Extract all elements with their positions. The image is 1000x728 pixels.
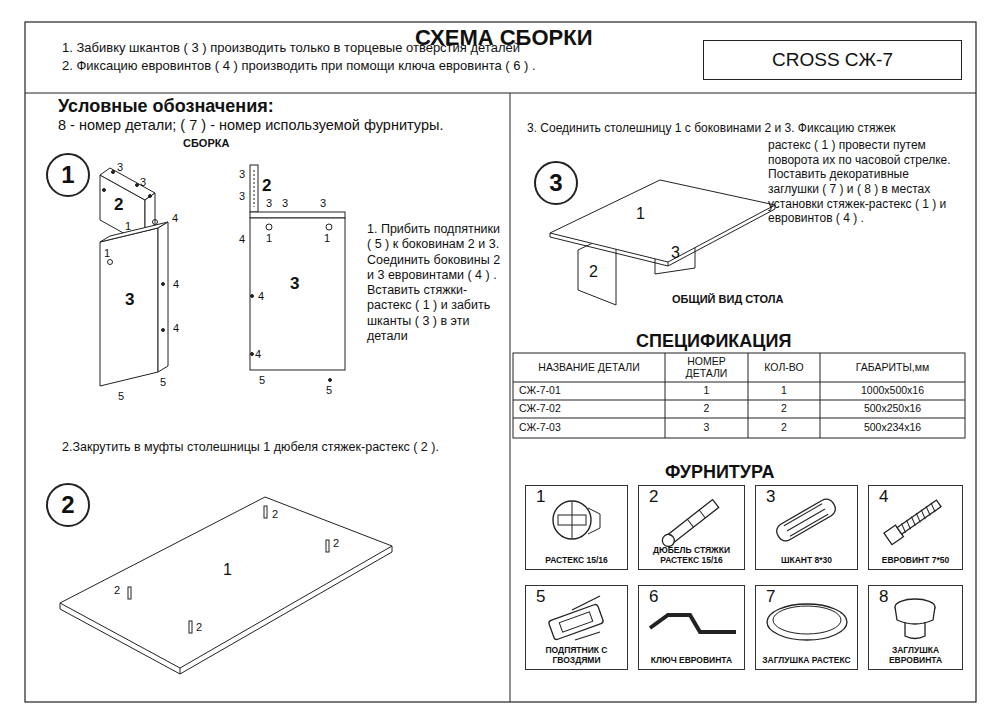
table-cell: СЖ-7-02 (513, 400, 665, 418)
part-name: ЗАГЛУШКА ЕВРОВИНТА (871, 646, 960, 666)
callout-number: 3 (671, 243, 680, 262)
note-text: 2. Фиксацию евровинтов ( 4 ) производить… (62, 58, 536, 74)
step-circle: 2 (46, 483, 90, 527)
part-name: КЛЮЧ ЕВРОВИНТА (641, 656, 742, 666)
callout-number: 1 (125, 220, 131, 233)
callout-number: 2 (333, 537, 339, 550)
callout-number: 3 (290, 274, 299, 294)
step-circle: 3 (534, 161, 578, 205)
callout-number: 1 (266, 232, 272, 245)
note-text: 3. Соединить столешницу 1 с боковинами 2… (527, 121, 977, 135)
table-cell: НАЗВАНИЕ ДЕТАЛИ (513, 353, 665, 382)
hardware-box: 2ДЮБЕЛЬ СТЯЖКИ РАСТЕКС 15/16 (638, 485, 745, 570)
hardware-box: 3ШКАНТ 8*30 (755, 485, 858, 570)
callout-number: 4 (239, 233, 245, 246)
callout-number: 3 (125, 290, 134, 310)
callout-number: 3 (117, 161, 123, 174)
table-cell: СЖ-7-01 (513, 382, 665, 400)
part-number: 6 (649, 588, 658, 607)
callout-number: 4 (255, 348, 261, 361)
node-text: 2 (61, 493, 74, 517)
hardware-box: 7ЗАГЛУШКА РАСТЕКС (755, 585, 858, 670)
section-heading: ФУРНИТУРА (665, 462, 774, 484)
callout-number: 4 (172, 212, 178, 225)
callout-number: 3 (266, 197, 272, 210)
callout-number: 2 (196, 621, 202, 634)
node-text: CROSS СЖ-7 (772, 49, 893, 71)
callout-number: 2 (589, 262, 598, 281)
part-number: 4 (879, 488, 888, 507)
callout-number: 1 (104, 247, 110, 260)
note-text: ОБЩИЙ ВИД СТОЛА (672, 293, 783, 306)
part-name: ЕВРОВИНТ 7*50 (871, 556, 960, 566)
part-name: ДЮБЕЛЬ СТЯЖКИ РАСТЕКС 15/16 (641, 546, 742, 566)
table-cell: 500x250x16 (820, 400, 965, 418)
hardware-box: 1РАСТЕКС 15/16 (525, 485, 628, 570)
section-heading: СПЕЦИФИКАЦИЯ (636, 331, 791, 353)
callout-number: 1 (223, 560, 232, 579)
note-text: растекс ( 1 ) провести путем поворота их… (768, 138, 963, 226)
note-text: СБОРКА (183, 137, 229, 150)
callout-number: 3 (239, 190, 245, 203)
node-text: 1 (61, 163, 74, 187)
callout-number: 4 (258, 290, 264, 303)
callout-number: 1 (636, 204, 645, 223)
table-cell: ГАБАРИТЫ,мм (820, 353, 965, 382)
part-number: 5 (536, 588, 545, 607)
table-cell: 2 (748, 418, 820, 438)
part-number: 2 (649, 488, 658, 507)
table-cell: 1 (748, 382, 820, 400)
callout-number: 2 (114, 195, 123, 215)
part-number: 7 (766, 588, 775, 607)
callout-number: 4 (173, 278, 179, 291)
callout-number: 1 (324, 232, 330, 245)
callout-number: 5 (259, 374, 265, 387)
part-number: 3 (766, 488, 775, 507)
hardware-box: 8ЗАГЛУШКА ЕВРОВИНТА (868, 585, 963, 670)
table-cell: 1000x500x16 (820, 382, 965, 400)
part-name: ЗАГЛУШКА РАСТЕКС (758, 656, 855, 666)
part-name: РАСТЕКС 15/16 (528, 556, 625, 566)
hardware-box: 6КЛЮЧ ЕВРОВИНТА (638, 585, 745, 670)
note-text: 8 - номер детали; ( 7 ) - номер использу… (58, 117, 443, 134)
table-cell: 3 (665, 418, 748, 438)
section-heading: Условные обозначения: (58, 96, 274, 118)
table-cell: НОМЕР ДЕТАЛИ (665, 353, 748, 382)
note-text: 2.Закрутить в муфты столешницы 1 дюбеля … (62, 440, 439, 455)
model-box: CROSS СЖ-7 (703, 40, 962, 80)
callout-number: 5 (118, 390, 124, 403)
callout-number: 5 (160, 376, 166, 389)
table-cell: КОЛ-ВО (748, 353, 820, 382)
callout-number: 2 (262, 176, 271, 196)
hardware-box: 4ЕВРОВИНТ 7*50 (868, 485, 963, 570)
step-circle: 1 (46, 153, 90, 197)
callout-number: 2 (114, 584, 120, 597)
note-text: 1. Забивку шкантов ( 3 ) производить тол… (62, 40, 520, 56)
node-text: 3 (549, 171, 562, 195)
callout-number: 5 (326, 384, 332, 397)
callout-number: 3 (320, 197, 326, 210)
table-cell: 2 (748, 400, 820, 418)
callout-number: 2 (272, 508, 278, 521)
table-cell: 2 (665, 400, 748, 418)
part-name: ШКАНТ 8*30 (758, 556, 855, 566)
table-cell: 500x234x16 (820, 418, 965, 438)
note-text: 1. Прибить подпятники ( 5 ) к боковинам … (367, 222, 505, 344)
part-number: 1 (536, 488, 545, 507)
callout-number: 3 (140, 176, 146, 189)
callout-number: 4 (173, 322, 179, 335)
table-cell: 1 (665, 382, 748, 400)
part-name: ПОДПЯТНИК С ГВОЗДЯМИ (528, 646, 625, 666)
hardware-box: 5ПОДПЯТНИК С ГВОЗДЯМИ (525, 585, 628, 670)
callout-number: 3 (239, 168, 245, 181)
callout-number: 3 (282, 197, 288, 210)
part-number: 8 (879, 588, 888, 607)
table-cell: СЖ-7-03 (513, 418, 665, 438)
